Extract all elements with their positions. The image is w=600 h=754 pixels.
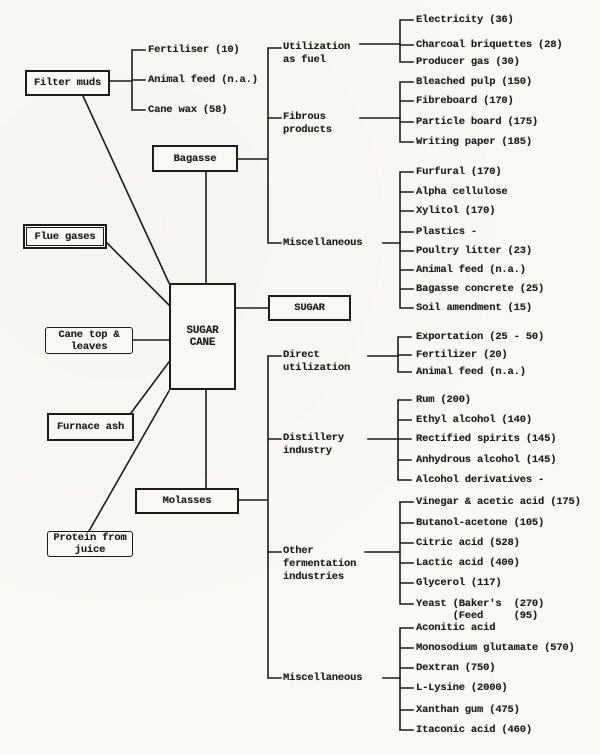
leaf-item: Dextran (750) <box>416 662 496 674</box>
leaf-item: Xylitol (170) <box>416 205 496 217</box>
node-cane-top-leaves: Cane top & leaves <box>45 327 133 354</box>
leaf-item: Ethyl alcohol (140) <box>416 414 532 426</box>
node-filter-muds: Filter muds <box>25 70 110 96</box>
category-distillery-industry: Distillery industry <box>283 432 345 457</box>
node-sugar-cane: SUGAR CANE <box>169 283 236 390</box>
leaf-item: Writing paper (185) <box>416 136 532 148</box>
leaf-item: Rectified spirits (145) <box>416 433 557 445</box>
node-bagasse: Bagasse <box>152 145 238 172</box>
molasses-misc-bracket <box>399 627 414 731</box>
category-connectors <box>359 43 401 679</box>
leaf-item: Particle board (175) <box>416 116 539 128</box>
node-protein-from-juice: Protein from juice <box>47 531 133 557</box>
bagasse-misc-bracket <box>399 171 414 309</box>
leaf-item: L-Lysine (2000) <box>416 682 508 694</box>
leaf-item: Aconitic acid <box>416 622 496 634</box>
molasses-spine <box>238 355 282 679</box>
distillery-bracket <box>397 399 412 481</box>
category-other-fermentation: Other fermentation industries <box>283 545 357 583</box>
leaf-item: Monosodium glutamate (570) <box>416 642 575 654</box>
category-fibrous-products: Fibrous products <box>283 111 332 136</box>
leaf-item: Charcoal briquettes (28) <box>416 39 563 51</box>
leaf-item: Furfural (170) <box>416 166 502 178</box>
node-molasses: Molasses <box>135 488 239 514</box>
leaf-item: Bleached pulp (150) <box>416 76 532 88</box>
fuel-bracket <box>399 19 414 63</box>
fibrous-bracket <box>399 81 414 143</box>
root-links <box>81 94 269 533</box>
leaf-item: Producer gas (30) <box>416 56 520 68</box>
leaf-item: Alcohol derivatives - <box>416 474 545 486</box>
leaf-item: Exportation (25 - 50) <box>416 331 545 343</box>
filter-muds-bracket <box>109 49 146 111</box>
leaf-item: Animal feed (n.a.) <box>416 264 526 276</box>
node-furnace-ash: Furnace ash <box>47 413 134 441</box>
fermentation-bracket <box>399 501 414 605</box>
leaf-item: Soil amendment (15) <box>416 302 532 314</box>
leaf-item: Vinegar & acetic acid (175) <box>416 496 581 508</box>
leaf-item: Animal feed (n.a.) <box>416 366 526 378</box>
direct-bracket <box>397 336 412 373</box>
category-utilization-as-fuel: Utilization as fuel <box>283 41 351 66</box>
leaf-item: Butanol-acetone (105) <box>416 517 545 529</box>
leaf-item: Itaconic acid (460) <box>416 724 532 736</box>
leaf-item: Yeast (Baker's (270) (Feed (95) <box>416 598 545 622</box>
category-miscellaneous-bagasse: Miscellaneous <box>283 237 363 249</box>
node-flue-gases: Flue gases <box>23 224 107 249</box>
leaf-item: Lactic acid (400) <box>416 557 520 569</box>
category-miscellaneous-molasses: Miscellaneous <box>283 672 363 684</box>
leaf-item: Xanthan gum (475) <box>416 704 520 716</box>
leaf-item: Fertiliser (10) <box>148 44 240 56</box>
category-direct-utilization: Direct utilization <box>283 349 351 374</box>
leaf-item: Cane wax (58) <box>148 104 228 116</box>
leaf-item: Glycerol (117) <box>416 577 502 589</box>
leaf-item: Anhydrous alcohol (145) <box>416 454 557 466</box>
leaf-item: Bagasse concrete (25) <box>416 283 545 295</box>
leaf-item: Poultry litter (23) <box>416 245 532 257</box>
leaf-item: Rum (200) <box>416 394 471 406</box>
leaf-item: Citric acid (528) <box>416 537 520 549</box>
leaf-item: Animal feed (n.a.) <box>148 74 258 86</box>
leaf-item: Alpha cellulose <box>416 186 508 198</box>
leaf-item: Electricity (36) <box>416 14 514 26</box>
leaf-item: Plastics - <box>416 226 478 238</box>
leaf-item: Fertilizer (20) <box>416 349 508 361</box>
leaf-item: Fibreboard (170) <box>416 95 514 107</box>
bagasse-spine <box>237 47 282 244</box>
node-sugar: SUGAR <box>268 295 351 321</box>
